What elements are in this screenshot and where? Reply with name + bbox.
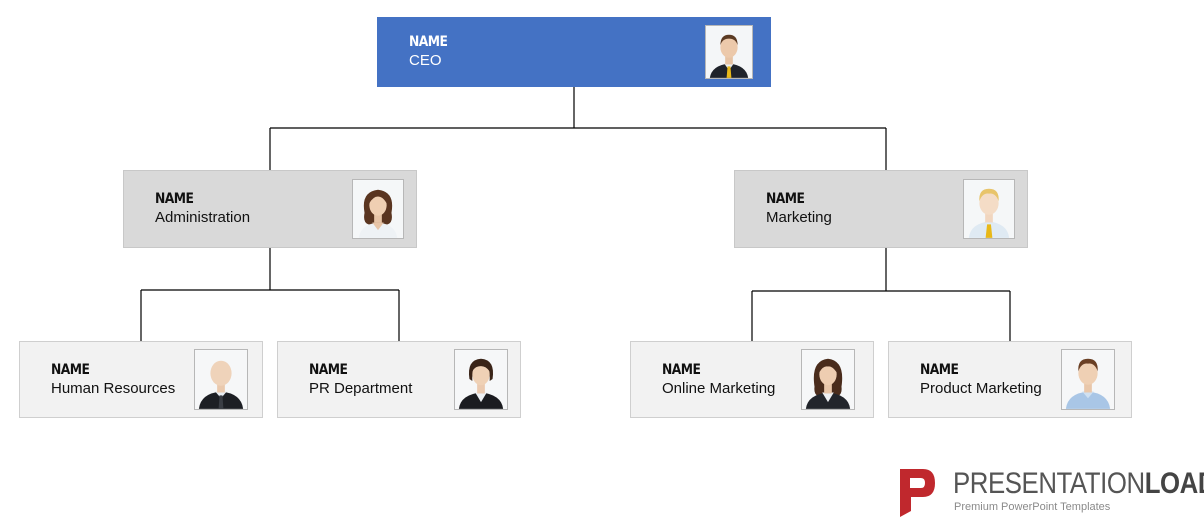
male-blond-yellow-tie-icon	[963, 179, 1015, 239]
org-node-ceo[interactable]: NAME CEO	[377, 17, 771, 87]
logo-word-regular: PRESENTATION	[953, 467, 1145, 500]
male-suit-yellow-tie-icon	[705, 25, 753, 79]
node-role: Online Marketing	[662, 379, 776, 397]
female-short-hair-blazer-icon	[454, 349, 508, 410]
node-role: CEO	[409, 52, 442, 69]
female-long-hair-icon	[352, 179, 404, 239]
node-role: PR Department	[309, 379, 413, 397]
node-role: Marketing	[766, 209, 832, 226]
node-name: NAME	[662, 361, 701, 378]
org-node-marketing[interactable]: NAME Marketing	[734, 170, 1028, 248]
node-role: Human Resources	[51, 379, 176, 397]
org-node-product-marketing[interactable]: NAME Product Marketing	[888, 341, 1132, 418]
male-bald-dark-suit-icon	[194, 349, 248, 410]
org-node-administration[interactable]: NAME Administration	[123, 170, 417, 248]
presentationload-logo-mark-icon	[900, 469, 935, 517]
logo-wordmark: PRESENTATIONLOAD®	[953, 467, 1204, 501]
node-role: Administration	[155, 209, 251, 226]
male-casual-shirt-icon	[1061, 349, 1115, 410]
logo-tagline: Premium PowerPoint Templates	[954, 501, 1111, 513]
logo-word-bold: LOAD	[1144, 467, 1204, 500]
node-role: Product Marketing	[920, 379, 1042, 397]
node-name: NAME	[51, 361, 90, 378]
node-name: NAME	[920, 361, 959, 378]
presentationload-logo: PRESENTATIONLOAD® Premium PowerPoint Tem…	[897, 467, 1204, 519]
org-node-pr-department[interactable]: NAME PR Department	[277, 341, 521, 418]
female-long-hair-blazer-icon	[801, 349, 855, 410]
org-node-human-resources[interactable]: NAME Human Resources	[19, 341, 263, 418]
org-node-online-marketing[interactable]: NAME Online Marketing	[630, 341, 874, 418]
node-name: NAME	[409, 34, 448, 50]
node-name: NAME	[766, 191, 805, 207]
node-name: NAME	[309, 361, 348, 378]
node-name: NAME	[155, 191, 194, 207]
